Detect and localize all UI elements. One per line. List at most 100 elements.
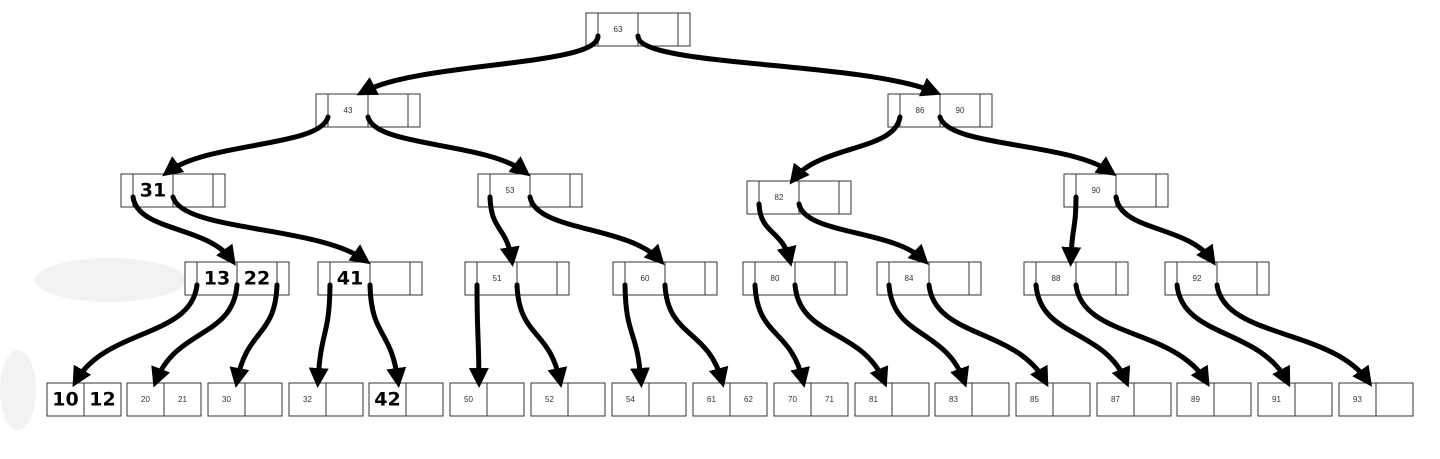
internal-node: 53 xyxy=(477,173,583,208)
node-key: 83 xyxy=(949,395,958,404)
key-cell xyxy=(1257,382,1296,417)
pointer-arrow xyxy=(365,114,531,177)
key-cell xyxy=(476,261,518,296)
node-key: 87 xyxy=(1111,395,1120,404)
internal-node: 63 xyxy=(585,12,691,47)
key-cell xyxy=(939,93,981,128)
pointer-cell xyxy=(556,261,570,296)
leaf-node: 83 xyxy=(934,382,1010,417)
key-cell xyxy=(798,180,840,215)
key-cell xyxy=(648,382,687,417)
pointer-cell xyxy=(1115,261,1129,296)
node-key: 89 xyxy=(1191,395,1200,404)
key-cell xyxy=(567,382,606,417)
key-cell xyxy=(758,180,800,215)
key-cell xyxy=(83,382,122,417)
pointer-arrow xyxy=(1174,282,1291,388)
pointer-arrow xyxy=(1061,194,1082,267)
internal-node: 60 xyxy=(612,261,718,296)
key-cell xyxy=(794,261,836,296)
handwritten-key: 41 xyxy=(337,268,363,290)
internal-node: 31 xyxy=(120,173,226,208)
pointer-cell xyxy=(409,261,423,296)
internal-node: 88 xyxy=(1023,261,1129,296)
internal-node: 41 xyxy=(317,261,423,296)
pointer-cell xyxy=(1155,173,1169,208)
handwritten-key: 10 xyxy=(52,389,78,411)
key-cell xyxy=(637,12,679,47)
node-key: 85 xyxy=(1030,395,1039,404)
leaf-node: 81 xyxy=(854,382,930,417)
pointer-arrow xyxy=(752,282,810,388)
leaf-node: 89 xyxy=(1176,382,1252,417)
pointer-arrow xyxy=(356,33,601,96)
leaf-node: 30 xyxy=(207,382,283,417)
key-cell xyxy=(934,382,973,417)
key-cell xyxy=(126,382,165,417)
pointer-cell xyxy=(838,180,852,215)
handwritten-key: 31 xyxy=(140,180,166,202)
pointer-arrow xyxy=(308,282,333,388)
pointer-cell xyxy=(276,261,290,296)
internal-node: 92 xyxy=(1164,261,1270,296)
key-cell xyxy=(325,382,364,417)
node-key: 32 xyxy=(303,395,312,404)
node-key: 52 xyxy=(545,395,554,404)
key-cell xyxy=(1375,382,1414,417)
background-smudges xyxy=(0,258,185,430)
key-cell xyxy=(288,382,327,417)
pointer-arrow xyxy=(1113,194,1216,266)
leaf-node: 54 xyxy=(611,382,687,417)
pointer-arrow xyxy=(367,282,407,388)
pointer-arrow xyxy=(756,201,797,267)
handwritten-key: 12 xyxy=(89,389,115,411)
leaf-node: 85 xyxy=(1015,382,1091,417)
handwritten-key: 13 xyxy=(204,268,230,290)
node-key: 82 xyxy=(775,193,784,202)
key-cell xyxy=(624,261,666,296)
leaf-node: 42 xyxy=(368,382,444,417)
node-key: 43 xyxy=(344,106,353,115)
node-key: 20 xyxy=(141,395,150,404)
pointer-arrow xyxy=(792,282,889,388)
handwritten-key: 22 xyxy=(244,268,270,290)
internal-node: 43 xyxy=(315,93,421,128)
pointer-arrow xyxy=(170,194,371,265)
internal-node: 51 xyxy=(464,261,570,296)
leaf-node: 52 xyxy=(530,382,606,417)
key-cell xyxy=(132,173,174,208)
node-key: 70 xyxy=(788,395,797,404)
key-cell xyxy=(971,382,1010,417)
pointer-cell xyxy=(1164,261,1178,296)
pointer-arrow xyxy=(886,282,970,388)
node-key: 84 xyxy=(905,274,914,283)
key-cell xyxy=(1294,382,1333,417)
node-key: 53 xyxy=(506,186,515,195)
key-cell xyxy=(486,382,525,417)
pointer-arrow xyxy=(151,282,240,388)
pointer-arrow xyxy=(926,282,1049,388)
node-key: 51 xyxy=(493,274,502,283)
key-cell xyxy=(449,382,488,417)
key-cell xyxy=(529,173,571,208)
node-key: 88 xyxy=(1052,274,1061,283)
key-cell xyxy=(729,382,768,417)
pointer-cell xyxy=(968,261,982,296)
pointer-arrow xyxy=(130,194,236,266)
leaf-node: 50 xyxy=(449,382,525,417)
pointer-cell xyxy=(979,93,993,128)
key-cell xyxy=(891,382,930,417)
pointer-arrow xyxy=(1214,282,1373,387)
pointer-arrow xyxy=(487,194,520,267)
node-key: 61 xyxy=(707,395,716,404)
key-cell xyxy=(46,382,85,417)
node-key: 91 xyxy=(1272,395,1281,404)
handwritten-key: 42 xyxy=(374,389,400,411)
key-cell xyxy=(244,382,283,417)
internal-node: 80 xyxy=(742,261,848,296)
key-cell xyxy=(367,93,409,128)
